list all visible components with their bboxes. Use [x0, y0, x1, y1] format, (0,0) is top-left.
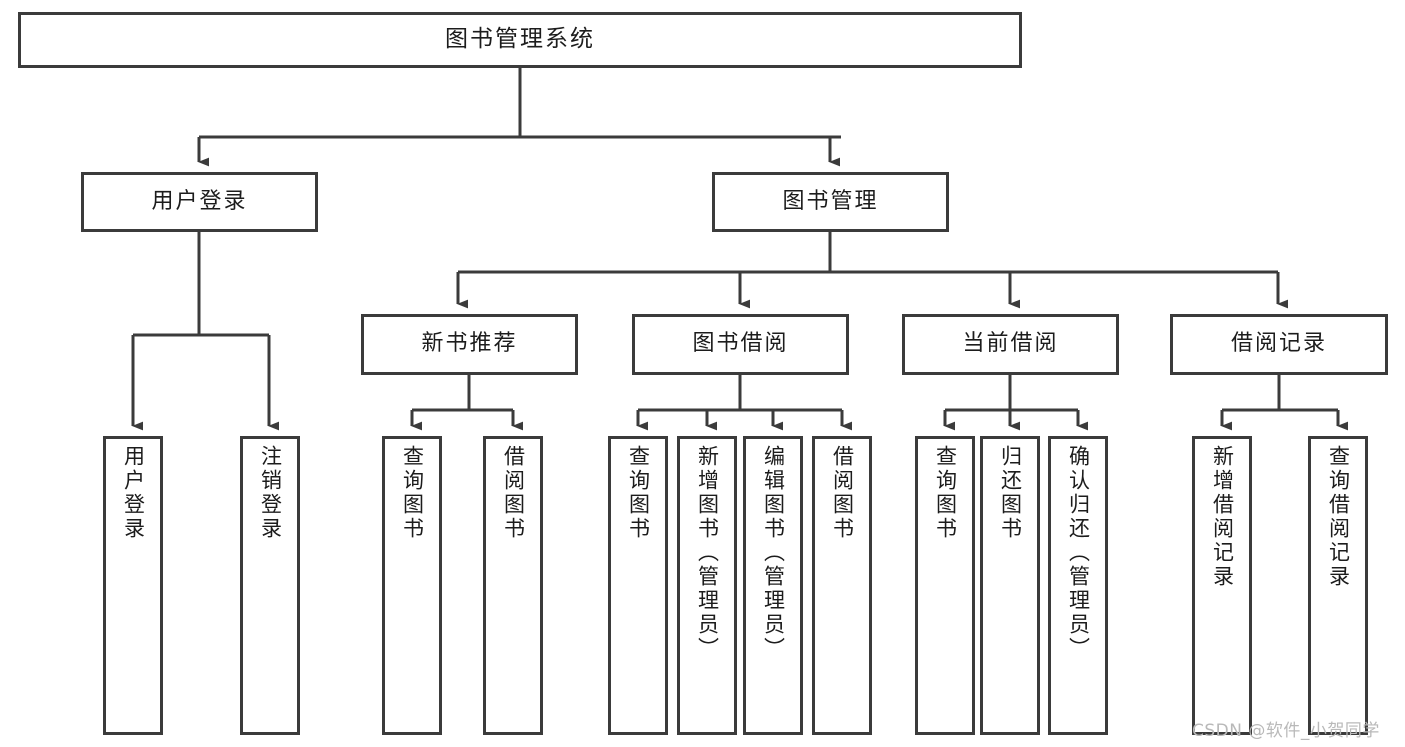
- node-label: 新增图书（管理员）: [695, 445, 720, 661]
- node-label: 查询图书: [626, 445, 651, 541]
- node-book-management[interactable]: 图书管理: [712, 172, 949, 232]
- node-label: 用户登录: [121, 445, 146, 541]
- leaf-return-book[interactable]: 归还图书: [980, 436, 1040, 735]
- node-label: 编辑图书（管理员）: [761, 445, 786, 661]
- leaf-add-book-admin[interactable]: 新增图书（管理员）: [677, 436, 737, 735]
- leaf-logout[interactable]: 注销登录: [240, 436, 300, 735]
- node-label: 查询图书: [400, 445, 425, 541]
- leaf-query-book-borrow[interactable]: 查询图书: [608, 436, 668, 735]
- node-label: 用户登录: [151, 188, 248, 214]
- node-label: 归还图书: [998, 445, 1023, 541]
- node-current-borrow[interactable]: 当前借阅: [902, 314, 1119, 375]
- node-label: 确认归还（管理员）: [1066, 445, 1091, 661]
- leaf-borrow-book-recommend[interactable]: 借阅图书: [483, 436, 543, 735]
- node-label: 图书管理: [782, 188, 879, 214]
- leaf-query-borrow-record[interactable]: 查询借阅记录: [1308, 436, 1368, 735]
- node-label: 当前借阅: [962, 331, 1059, 357]
- leaf-user-login[interactable]: 用户登录: [103, 436, 163, 735]
- node-label: 借阅记录: [1230, 331, 1327, 357]
- node-label: 图书借阅: [692, 331, 789, 357]
- node-new-book-recommend[interactable]: 新书推荐: [361, 314, 578, 375]
- node-label: 新书推荐: [421, 331, 518, 357]
- csdn-watermark: CSDN @软件_小贺同学: [1192, 721, 1380, 741]
- node-label: 借阅图书: [501, 445, 526, 541]
- node-label: 图书管理系统: [445, 26, 595, 53]
- leaf-confirm-return-admin[interactable]: 确认归还（管理员）: [1048, 436, 1108, 735]
- node-label: 查询图书: [933, 445, 958, 541]
- leaf-add-borrow-record[interactable]: 新增借阅记录: [1192, 436, 1252, 735]
- node-borrow-record[interactable]: 借阅记录: [1170, 314, 1388, 375]
- node-user-login[interactable]: 用户登录: [81, 172, 318, 232]
- node-label: 注销登录: [258, 445, 283, 541]
- node-book-borrow[interactable]: 图书借阅: [632, 314, 849, 375]
- leaf-query-book-recommend[interactable]: 查询图书: [382, 436, 442, 735]
- node-root-library-system[interactable]: 图书管理系统: [18, 12, 1022, 68]
- leaf-edit-book-admin[interactable]: 编辑图书（管理员）: [743, 436, 803, 735]
- leaf-query-book-current[interactable]: 查询图书: [915, 436, 975, 735]
- leaf-borrow-book[interactable]: 借阅图书: [812, 436, 872, 735]
- node-label: 新增借阅记录: [1210, 445, 1235, 589]
- node-label: 查询借阅记录: [1326, 445, 1351, 589]
- node-label: 借阅图书: [830, 445, 855, 541]
